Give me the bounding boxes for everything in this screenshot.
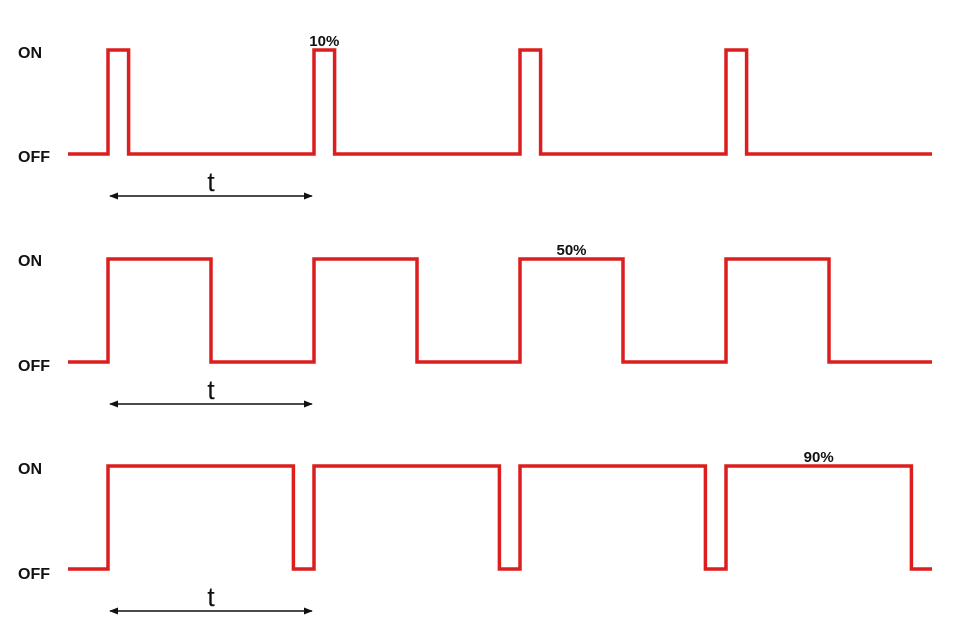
on-level-label: ON [18,461,42,478]
pulse-width-label: t [207,167,215,197]
off-level-label: OFF [18,566,50,583]
period-label: T [0,0,8,6]
pulse-width-label: t [207,582,215,612]
panel-duty-50: ON OFF t 50% T [0,0,932,408]
on-level-label: ON [18,45,42,62]
period-label: T [0,0,8,6]
pulse-width-label: t [207,375,215,405]
pwm-waveform [68,464,932,571]
duty-cycle-label: 10% [309,33,339,50]
off-level-label: OFF [18,149,50,166]
pwm-waveform [68,257,932,364]
off-level-label: OFF [18,358,50,375]
on-level-label: ON [18,253,42,270]
duty-cycle-label: 90% [804,449,834,466]
panel-duty-90: ON OFF t 90% T [0,0,932,615]
pwm-waveform [68,48,932,156]
duty-cycle-label: 50% [556,242,586,259]
panel-duty-10: ON OFF t 10% T [0,0,932,200]
period-label: T [0,0,8,6]
